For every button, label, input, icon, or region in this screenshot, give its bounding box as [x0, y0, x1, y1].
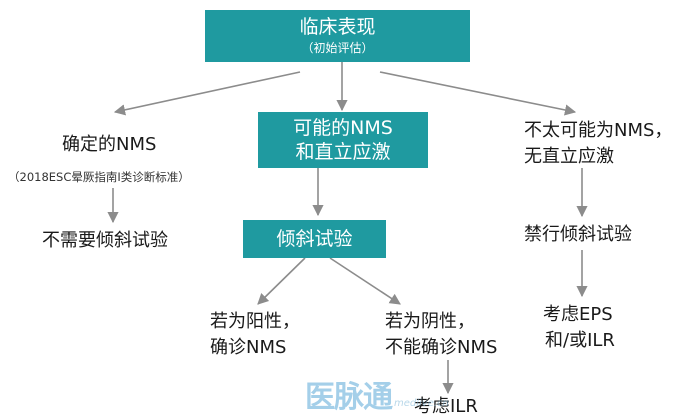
esc-guideline-note: （2018ESC晕厥指南I类诊断标准） [8, 170, 190, 184]
watermark-logo: 医脉通 [305, 380, 393, 415]
arrow-top-to-right [379, 71, 577, 116]
negative-line1: 若为阴性， [385, 311, 475, 332]
unlikely-nms-line2: 无直立应激 [524, 146, 614, 167]
possible-nms-line2: 和直立应激 [295, 141, 391, 163]
consider-eps-line2: 和/或ILR [545, 330, 615, 351]
arrow-top-to-left [113, 71, 301, 116]
consider-ilr-label: 考虑ILR [414, 396, 478, 417]
positive-line2: 确诊NMS [210, 337, 287, 358]
possible-nms-box: 可能的NMS 和直立应激 [258, 112, 428, 168]
positive-line1: 若为阳性， [210, 311, 300, 332]
unlikely-nms-line1: 不太可能为NMS， [524, 120, 673, 141]
possible-nms-line1: 可能的NMS [293, 117, 393, 139]
initial-assessment-subtitle: （初始评估） [301, 41, 374, 55]
arrow-tilt-to-negative [329, 257, 401, 305]
no-tilt-needed-label: 不需要倾斜试验 [42, 230, 168, 251]
arrow-tilt-to-positive [257, 257, 306, 305]
initial-assessment-title: 临床表现 [299, 16, 376, 38]
tilt-test-label: 倾斜试验 [276, 228, 353, 250]
definite-nms-label: 确定的NMS [62, 134, 157, 155]
watermark: 医脉通 medlive.cn [305, 372, 449, 416]
tilt-contraindicated-label: 禁行倾斜试验 [524, 224, 632, 245]
consider-eps-line1: 考虑EPS [543, 304, 613, 325]
tilt-test-box: 倾斜试验 [243, 220, 386, 258]
negative-line2: 不能确诊NMS [385, 337, 498, 358]
initial-assessment-box: 临床表现 （初始评估） [205, 10, 470, 62]
watermark-url: medlive.cn [394, 397, 449, 409]
